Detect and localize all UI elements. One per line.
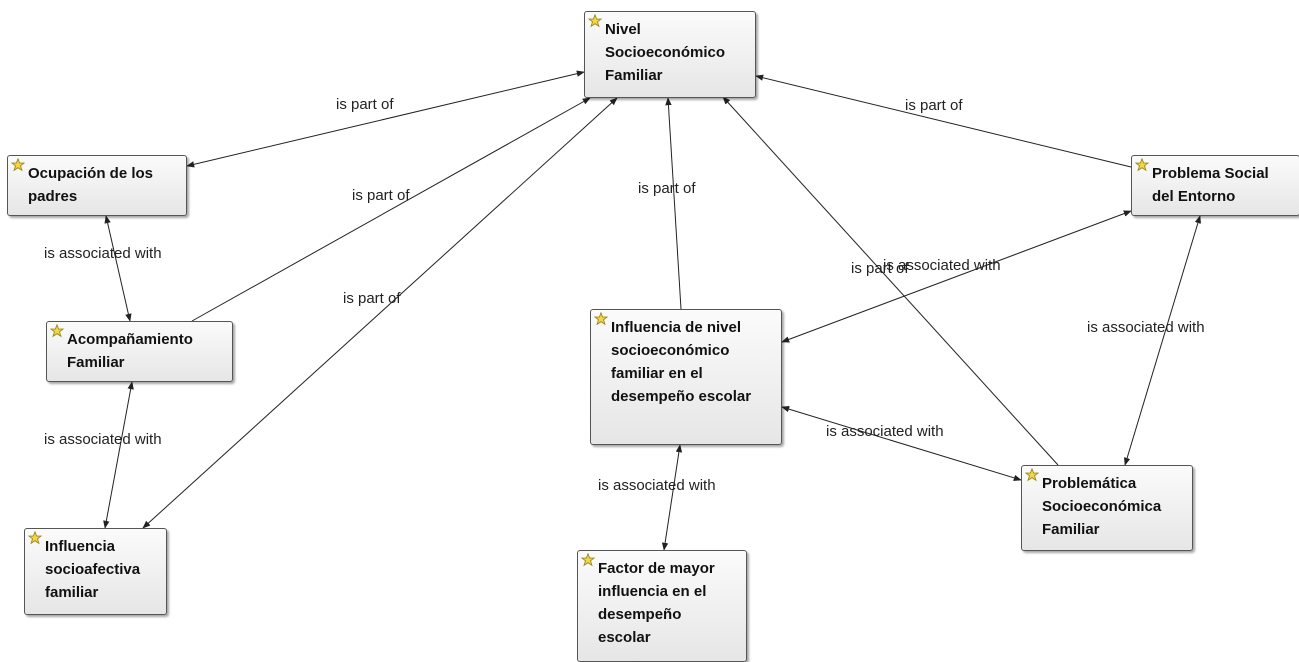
edge-label-ocupacion-acompanamiento: is associated with [44,245,162,262]
node-nivel-socioeconomico[interactable]: Nivel Socioeconómico Familiar [584,11,756,98]
node-label: Nivel Socioeconómico Familiar [605,21,726,84]
edge-line-acompanamiento-nivel [191,97,591,322]
edge-line-problema-social-nivel [755,74,1132,168]
edge-label-ocupacion-nivel: is part of [336,96,394,113]
edge-line-problema-social-problematica [1124,215,1201,466]
concept-star-icon [1135,158,1149,172]
node-label: Influencia de nivel socioeconómico famil… [611,319,752,405]
edge-line-acompanamiento-socioafectiva [103,381,134,529]
edge-line-influencia-problematica [781,406,1022,481]
node-ocupacion-padres[interactable]: Ocupación de los padres [7,155,187,216]
node-label: Acompañamiento Familiar [67,331,193,371]
edge-line-influencia-nivel [665,97,682,310]
node-label: Factor de mayor influencia en el desempe… [598,560,715,646]
edge-line-influencia-factor [661,444,683,551]
edge-label-socioafectiva-nivel: is part of [343,290,401,307]
edge-label-problema-social-problematica: is associated with [1087,319,1205,336]
concept-star-icon [588,14,602,28]
concept-star-icon [581,553,595,567]
node-label: Influencia socioafectiva familiar [45,538,141,601]
node-influencia-nivel[interactable]: Influencia de nivel socioeconómico famil… [590,309,782,445]
edge-label-problema-social-nivel: is part of [905,97,963,114]
concept-star-icon [50,324,64,338]
concept-star-icon [28,531,42,545]
node-label: Problemática Socioeconómica Familiar [1042,475,1162,538]
node-influencia-socioafectiva[interactable]: Influencia socioafectiva familiar [24,528,167,615]
edge-line-socioafectiva-nivel [142,97,618,529]
concept-star-icon [11,158,25,172]
edge-label-problema-social-influencia: is associated with [883,257,1001,274]
node-acompanamiento[interactable]: Acompañamiento Familiar [46,321,233,382]
node-label: Problema Social del Entorno [1152,165,1269,205]
edge-label-problematica-nivel: is part of [851,260,909,277]
edge-label-influencia-factor: is associated with [598,477,716,494]
node-label: Ocupación de los padres [28,165,154,205]
edge-label-influencia-problematica: is associated with [826,423,944,440]
edge-line-ocupacion-acompanamiento [104,215,132,322]
node-problematica-socioeconomica[interactable]: Problemática Socioeconómica Familiar [1021,465,1193,551]
concept-star-icon [594,312,608,326]
node-factor-mayor-influencia[interactable]: Factor de mayor influencia en el desempe… [577,550,747,662]
edge-label-acompanamiento-nivel: is part of [352,187,410,204]
edge-label-influencia-nivel: is part of [638,180,696,197]
concept-star-icon [1025,468,1039,482]
edge-label-acompanamiento-socioafectiva: is associated with [44,431,162,448]
edge-line-ocupacion-nivel [186,70,585,168]
edge-line-problema-social-influencia [781,210,1132,343]
node-problema-social[interactable]: Problema Social del Entorno [1131,155,1299,216]
